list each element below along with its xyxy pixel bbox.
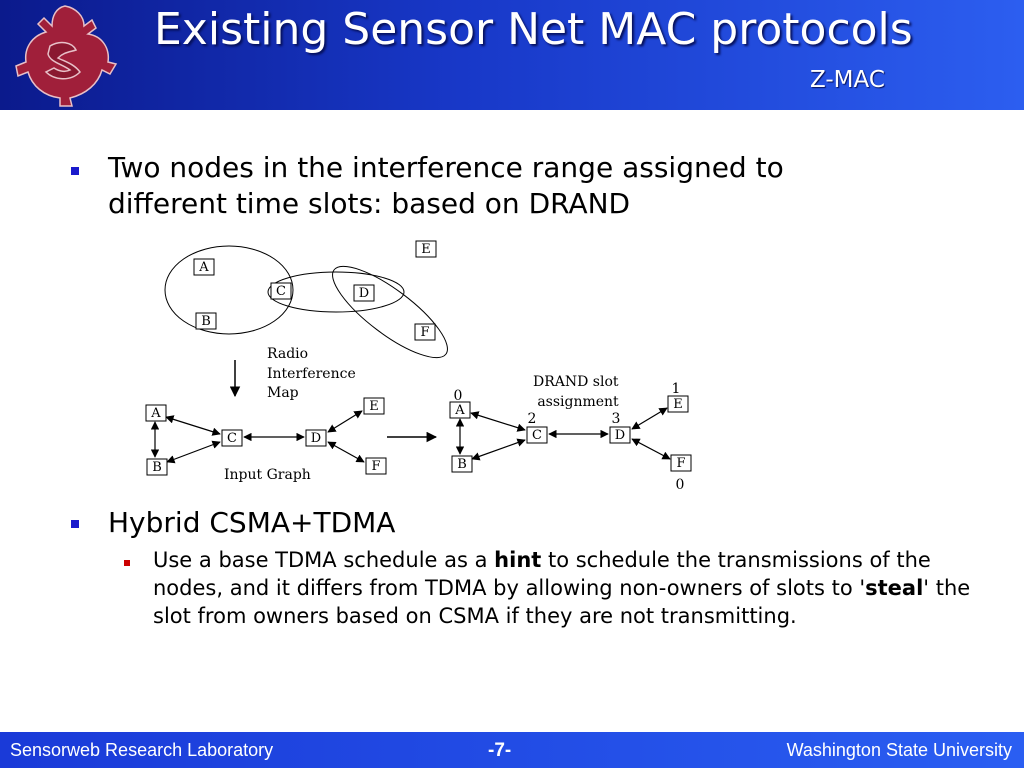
page-number: -7- bbox=[488, 740, 512, 761]
interference-map: A B C D E F bbox=[164, 240, 448, 359]
slide-title: Existing Sensor Net MAC protocols bbox=[154, 4, 913, 55]
slide-subtitle: Z-MAC bbox=[810, 67, 885, 93]
sub-bullet-part: ' the slot from owners based on CSMA if … bbox=[153, 576, 971, 628]
map-node-e: E bbox=[415, 240, 437, 258]
sub-bullet-text: Use a base TDMA schedule as a hint to sc… bbox=[153, 546, 983, 630]
svg-text:E: E bbox=[369, 399, 379, 414]
slot-c: 2 bbox=[528, 411, 537, 427]
map-node-a: A bbox=[193, 258, 215, 276]
footer-university: Washington State University bbox=[786, 740, 1012, 760]
svg-text:A: A bbox=[454, 403, 465, 418]
drand-node-d: D 3 bbox=[609, 411, 631, 444]
drand-node-c: C 2 bbox=[526, 411, 548, 444]
graph-node-d: D bbox=[305, 429, 327, 447]
svg-text:A: A bbox=[150, 406, 161, 421]
graph-node-c: C bbox=[221, 429, 243, 447]
svg-text:F: F bbox=[676, 456, 685, 471]
svg-text:C: C bbox=[276, 284, 286, 299]
steal-emphasis: steal bbox=[865, 576, 924, 600]
slot-e: 1 bbox=[672, 381, 681, 397]
map-node-b: B bbox=[195, 312, 217, 330]
svg-text:B: B bbox=[457, 457, 467, 472]
graph-node-f: F bbox=[365, 457, 387, 475]
svg-text:C: C bbox=[227, 431, 237, 446]
radio-interference-label: Radio Interference Map bbox=[267, 346, 360, 401]
svg-text:E: E bbox=[421, 242, 431, 257]
svg-text:D: D bbox=[359, 286, 369, 301]
drand-label: DRAND slot assignment bbox=[533, 374, 623, 410]
drand-node-f: F 0 bbox=[670, 454, 692, 493]
svg-text:F: F bbox=[371, 459, 380, 474]
svg-text:C: C bbox=[532, 428, 542, 443]
svg-text:D: D bbox=[311, 431, 321, 446]
bullet-text: Hybrid CSMA+TDMA bbox=[108, 506, 396, 539]
slot-f: 0 bbox=[676, 477, 685, 493]
slot-d: 3 bbox=[612, 411, 621, 427]
svg-text:F: F bbox=[420, 325, 429, 340]
graph-node-e: E bbox=[363, 397, 385, 415]
map-node-d: D bbox=[353, 284, 375, 302]
bullet-marker bbox=[71, 167, 79, 175]
footer-lab-name: Sensorweb Research Laboratory bbox=[10, 740, 274, 760]
input-graph: A B C D E F Input Graph bbox=[145, 397, 387, 483]
hint-emphasis: hint bbox=[494, 548, 542, 572]
map-node-f: F bbox=[414, 323, 436, 341]
svg-text:B: B bbox=[152, 460, 162, 475]
bullet-text: Two nodes in the interference range assi… bbox=[108, 151, 784, 220]
graph-node-a: A bbox=[145, 404, 167, 422]
input-graph-label: Input Graph bbox=[224, 467, 311, 483]
sub-bullet-part: to schedule the transmissions of the nod… bbox=[153, 548, 931, 600]
graph-node-b: B bbox=[146, 458, 168, 476]
bullet-marker bbox=[71, 520, 79, 528]
sub-bullet-part: Use a base TDMA schedule as a bbox=[153, 548, 495, 572]
svg-text:E: E bbox=[673, 397, 683, 412]
footer-bar: Sensorweb Research Laboratory -7- Washin… bbox=[0, 732, 1024, 768]
sub-bullet-marker bbox=[124, 560, 130, 566]
svg-text:B: B bbox=[201, 314, 211, 329]
svg-text:D: D bbox=[615, 428, 625, 443]
title-bar: Existing Sensor Net MAC protocols Z-MAC bbox=[0, 0, 1024, 110]
drand-node-a: A 0 bbox=[449, 388, 471, 419]
svg-text:A: A bbox=[198, 260, 209, 275]
drand-node-e: E 1 bbox=[667, 381, 689, 413]
map-node-c: C bbox=[270, 282, 292, 300]
slot-a: 0 bbox=[454, 388, 463, 404]
drand-node-b: B bbox=[451, 455, 473, 473]
drand-graph: DRAND slot assignment A 0 B C 2 D 3 bbox=[449, 374, 692, 493]
wsu-cougar-logo bbox=[15, 5, 118, 107]
